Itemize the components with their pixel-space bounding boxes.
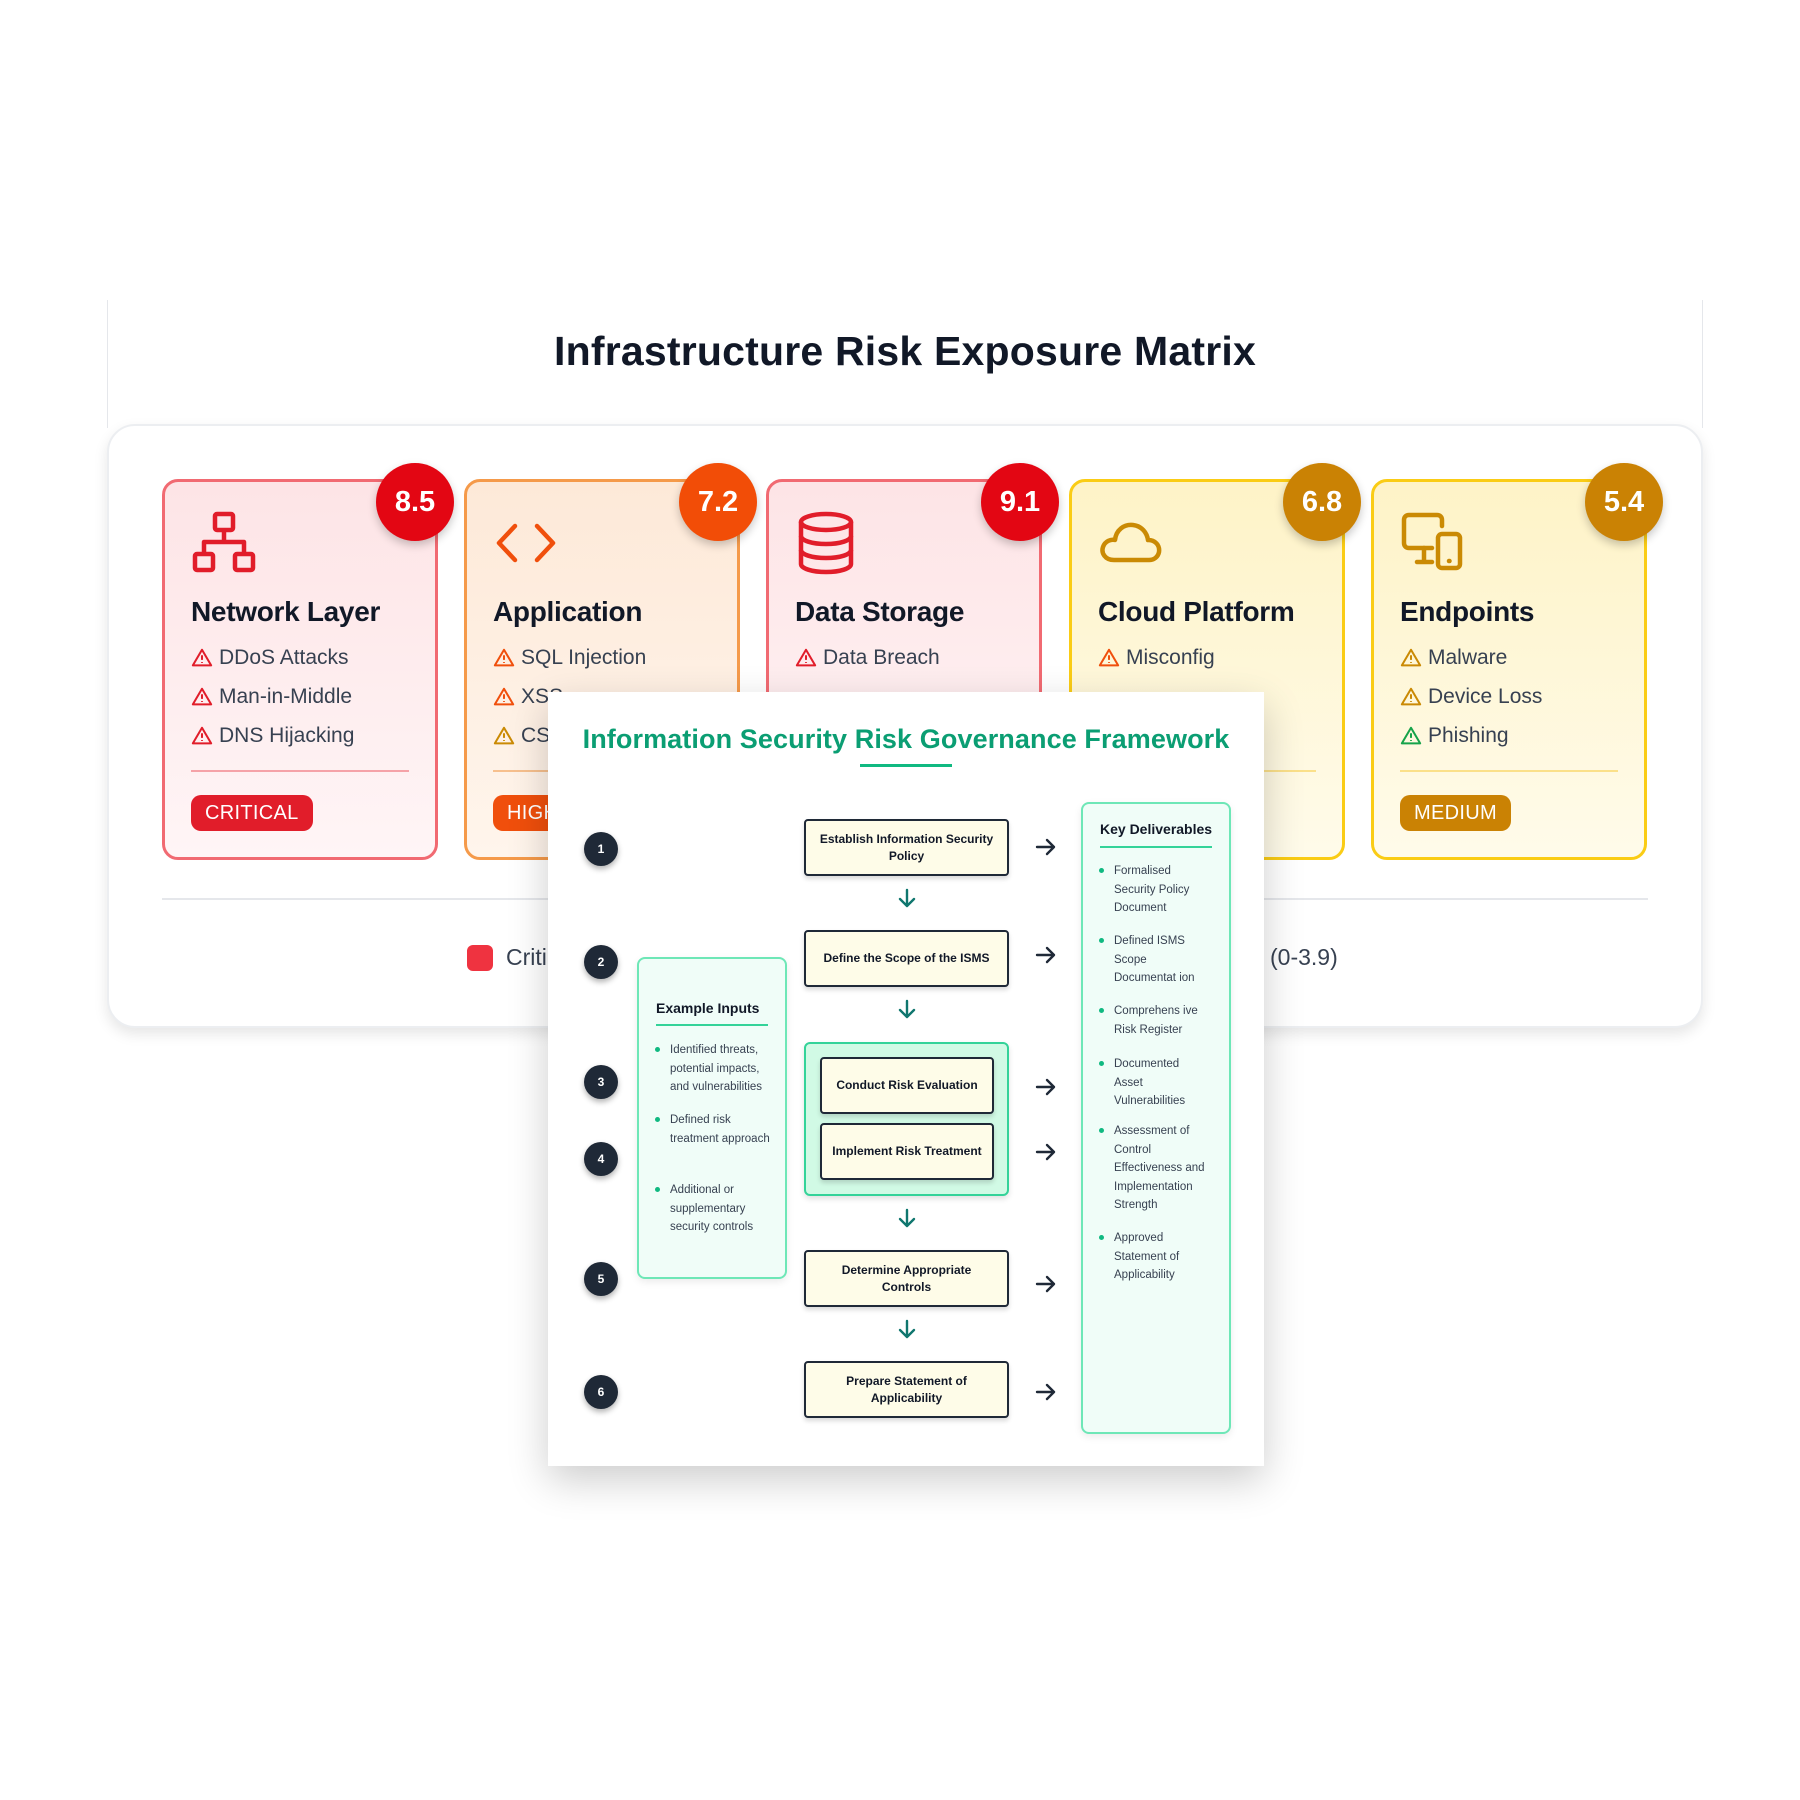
threat-label: DNS Hijacking xyxy=(219,724,355,747)
risk-score-badge: 6.8 xyxy=(1283,463,1361,541)
risk-card-network-layer[interactable]: Network Layer DDoS Attacks Man-in-Middle… xyxy=(162,479,438,860)
threat-item: Phishing xyxy=(1400,724,1509,748)
deliverables-rule xyxy=(1100,846,1212,848)
risk-score-badge: 9.1 xyxy=(981,463,1059,541)
step-number: 4 xyxy=(584,1142,618,1176)
step-establish-policy[interactable]: Establish Information Security Policy xyxy=(804,819,1009,876)
example-inputs-box xyxy=(637,957,787,1279)
arrow-right-icon xyxy=(1035,838,1056,856)
framework-title: Information Security Risk Governance Fra… xyxy=(582,724,1230,754)
arrow-down-icon xyxy=(898,1208,916,1228)
title-underline xyxy=(860,764,952,767)
arrow-down-icon xyxy=(898,1319,916,1339)
warning-icon xyxy=(191,687,213,706)
warning-icon xyxy=(1400,726,1422,745)
deliverable-item: Defined ISMS Scope Documentat ion xyxy=(1099,932,1198,988)
matrix-frame xyxy=(107,300,1703,428)
risk-level-badge: CRITICAL xyxy=(191,795,313,831)
threat-label: Malware xyxy=(1428,646,1508,669)
threat-item: CS xyxy=(493,724,550,748)
arrow-down-icon xyxy=(898,888,916,908)
deliverable-item: Formalised Security Policy Document xyxy=(1099,862,1198,918)
warning-icon xyxy=(493,648,515,667)
step-number: 3 xyxy=(584,1065,618,1099)
threat-item: DDoS Attacks xyxy=(191,646,349,670)
input-item: Additional or supplementary security con… xyxy=(655,1181,770,1237)
legend-label-low-range: (0-3.9) xyxy=(1270,944,1338,970)
inputs-rule xyxy=(656,1024,768,1026)
step-risk-treatment[interactable]: Implement Risk Treatment xyxy=(820,1123,994,1180)
arrow-right-icon xyxy=(1035,1383,1056,1401)
threat-label: Device Loss xyxy=(1428,685,1543,708)
code-brackets-icon xyxy=(496,523,556,563)
step-define-scope[interactable]: Define the Scope of the ISMS xyxy=(804,930,1009,987)
warning-icon xyxy=(1400,648,1422,667)
network-hierarchy-icon xyxy=(192,511,256,573)
deliverables-heading: Key Deliverables xyxy=(1100,821,1213,837)
warning-icon xyxy=(1098,648,1120,667)
risk-card-endpoints[interactable]: Endpoints Malware Device Loss Phishing M… xyxy=(1371,479,1647,860)
threat-item: Device Loss xyxy=(1400,685,1542,709)
risk-level-badge: MEDIUM xyxy=(1400,795,1511,831)
matrix-title: Infrastructure Risk Exposure Matrix xyxy=(554,328,1256,374)
legend-label-critical: Criti xyxy=(506,944,547,970)
threat-item: Man-in-Middle xyxy=(191,685,352,709)
threat-label: CS xyxy=(521,724,551,747)
card-divider xyxy=(1400,770,1618,772)
threat-item: Malware xyxy=(1400,646,1507,670)
warning-icon xyxy=(1400,687,1422,706)
devices-icon xyxy=(1401,512,1463,571)
deliverable-item: Comprehens ive Risk Register xyxy=(1099,1002,1198,1039)
threat-item: Data Breach xyxy=(795,646,940,670)
threat-label: SQL Injection xyxy=(521,646,647,669)
risk-score-badge: 5.4 xyxy=(1585,463,1663,541)
inputs-heading: Example Inputs xyxy=(656,1000,760,1016)
deliverable-item: Assessment of Control Effectiveness and … xyxy=(1099,1122,1214,1215)
arrow-down-icon xyxy=(898,999,916,1019)
warning-icon xyxy=(493,726,515,745)
legend-swatch-critical xyxy=(467,945,493,971)
step-statement-of-applicability[interactable]: Prepare Statement of Applicability xyxy=(804,1361,1009,1418)
card-title: Cloud Platform xyxy=(1098,596,1295,627)
arrow-right-icon xyxy=(1035,1078,1056,1096)
card-title: Network Layer xyxy=(191,596,381,627)
warning-icon xyxy=(191,726,213,745)
step-risk-evaluation[interactable]: Conduct Risk Evaluation xyxy=(820,1057,994,1114)
threat-label: Misconfig xyxy=(1126,646,1215,669)
step-determine-controls[interactable]: Determine Appropriate Controls xyxy=(804,1250,1009,1307)
card-title: Data Storage xyxy=(795,596,965,627)
step-number: 2 xyxy=(584,945,618,979)
threat-label: Data Breach xyxy=(823,646,940,669)
key-deliverables-box xyxy=(1081,802,1231,1434)
step-number: 6 xyxy=(584,1375,618,1409)
input-item: Defined risk treatment approach xyxy=(655,1111,770,1148)
arrow-right-icon xyxy=(1035,1143,1056,1161)
warning-icon xyxy=(191,648,213,667)
card-title: Endpoints xyxy=(1400,596,1535,627)
risk-score-badge: 7.2 xyxy=(679,463,757,541)
threat-item: DNS Hijacking xyxy=(191,724,354,748)
warning-icon xyxy=(795,648,817,667)
risk-score-badge: 8.5 xyxy=(376,463,454,541)
deliverable-item: Approved Statement of Applicability xyxy=(1099,1229,1198,1285)
database-icon xyxy=(798,511,854,575)
warning-icon xyxy=(493,687,515,706)
threat-label: Phishing xyxy=(1428,724,1509,747)
step-number: 5 xyxy=(584,1262,618,1296)
cloud-icon xyxy=(1100,522,1162,563)
step-number: 1 xyxy=(584,832,618,866)
arrow-right-icon xyxy=(1035,1275,1056,1293)
threat-label: DDoS Attacks xyxy=(219,646,349,669)
threat-item: Misconfig xyxy=(1098,646,1215,670)
input-item: Identified threats, potential impacts, a… xyxy=(655,1041,770,1097)
threat-item: SQL Injection xyxy=(493,646,646,670)
threat-label: Man-in-Middle xyxy=(219,685,353,708)
deliverable-item: Documented Asset Vulnerabilities xyxy=(1099,1055,1198,1111)
card-title: Application xyxy=(493,596,643,627)
card-divider xyxy=(191,770,409,772)
arrow-right-icon xyxy=(1035,946,1056,964)
